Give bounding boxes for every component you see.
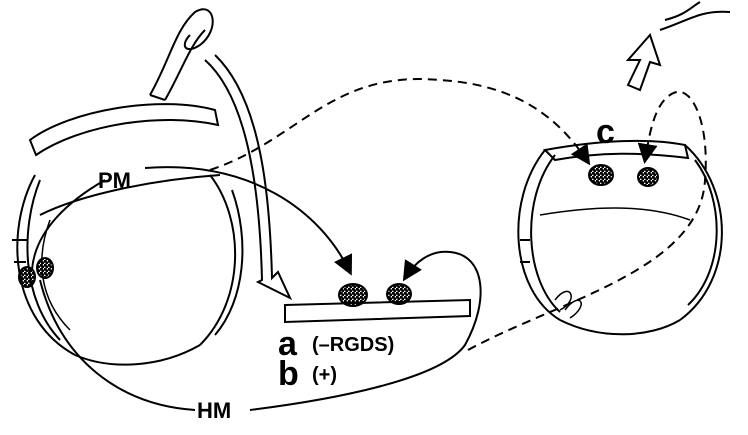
hm-line-left xyxy=(39,279,196,411)
label-c: c xyxy=(596,113,615,151)
hm-arrow xyxy=(249,250,482,411)
adhesion-particle xyxy=(18,266,36,288)
right-cell xyxy=(517,139,723,336)
adhesion-particle xyxy=(36,257,54,279)
dashed-transfer-arrow xyxy=(209,78,591,171)
particle-a xyxy=(338,283,368,307)
label-a: a xyxy=(278,325,297,363)
left-cell xyxy=(12,103,244,366)
label-hm: HM xyxy=(197,398,232,423)
particle-c1 xyxy=(588,164,614,186)
pm-line xyxy=(31,179,106,271)
label-b: b xyxy=(278,355,299,393)
substrate-platform xyxy=(284,283,471,324)
label-a-condition: (–RGDS) xyxy=(312,334,395,356)
particle-b xyxy=(386,283,412,305)
label-b-condition: (+) xyxy=(312,364,337,386)
pm-arrow xyxy=(144,166,353,276)
released-fragment xyxy=(625,1,731,92)
particle-c2 xyxy=(637,167,659,187)
dashed-hm-arrow xyxy=(467,90,707,351)
hollow-arrow xyxy=(204,54,293,301)
ribbon-fragment xyxy=(149,8,214,101)
lifted-membrane-cap xyxy=(28,103,220,157)
label-pm: PM xyxy=(98,168,131,193)
